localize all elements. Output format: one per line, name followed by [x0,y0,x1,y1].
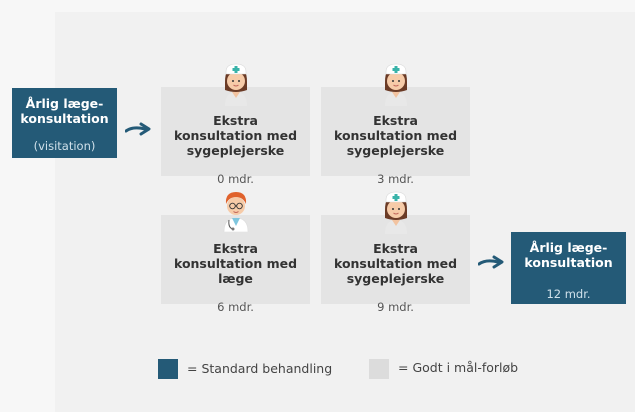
step-3-time: 6 mdr. [161,300,310,314]
start-box: Årlig læge-konsultation (visitation) [12,88,117,158]
end-box-sub: 12 mdr. [511,287,626,301]
step-4-title: Ekstra konsultation med sygeplejerske [328,241,462,286]
step-4-time: 9 mdr. [321,300,470,314]
arrow-right-icon [125,122,151,136]
legend-swatch-godt [369,359,389,379]
step-2-time: 3 mdr. [321,172,470,186]
step-2-title: Ekstra konsultation med sygeplejerske [328,113,462,158]
arrow-right-icon [478,255,504,269]
nurse-icon [216,60,256,106]
nurse-icon [376,188,416,234]
end-box-title: Årlig læge-konsultation [517,240,621,270]
step-1-time: 0 mdr. [161,172,310,186]
doctor-icon [216,186,256,232]
end-box: Årlig læge-konsultation 12 mdr. [511,232,626,304]
step-1-title: Ekstra konsultation med sygeplejerske [168,113,302,158]
step-3-title: Ekstra konsultation med læge [168,241,302,286]
legend-label-standard: = Standard behandling [187,359,332,379]
nurse-icon [376,60,416,106]
start-box-title: Årlig læge-konsultation [17,96,112,126]
start-box-sub: (visitation) [12,139,117,153]
diagram-background [55,12,635,412]
legend-swatch-standard [158,359,178,379]
legend-label-godt: = Godt i mål-forløb [398,358,518,378]
